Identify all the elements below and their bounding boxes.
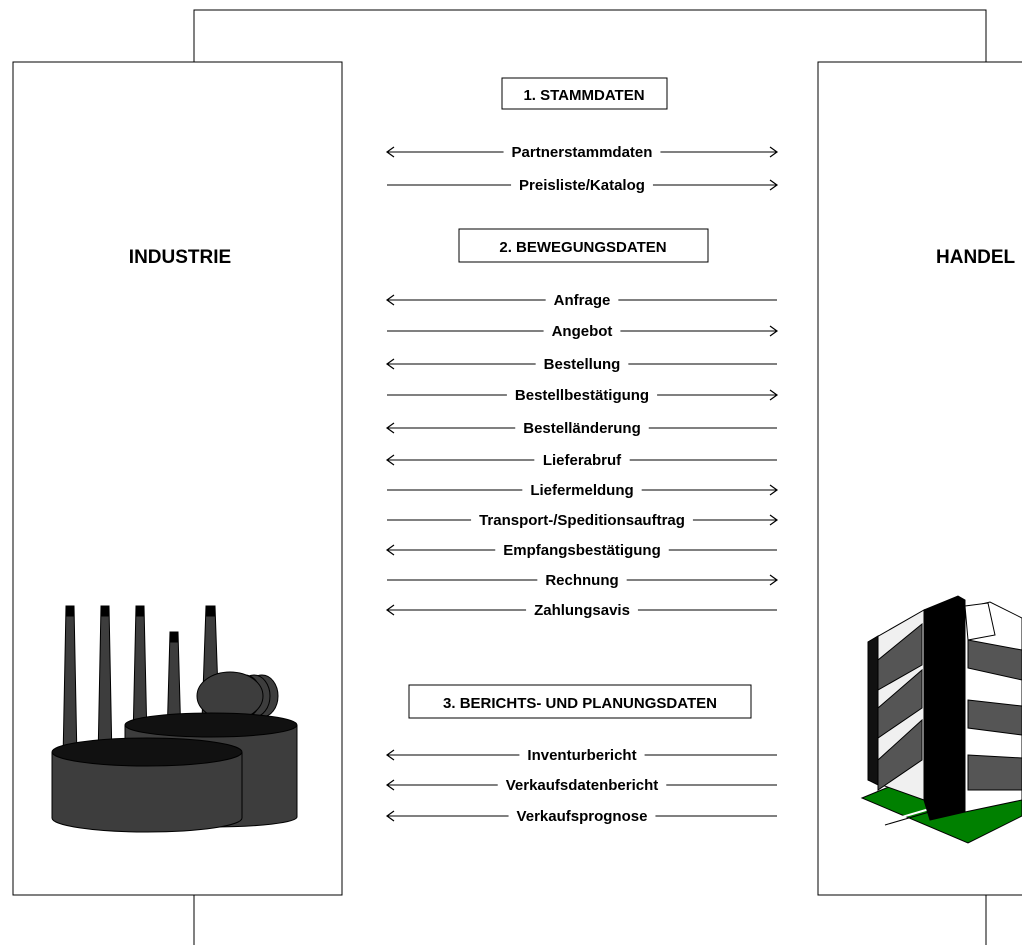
flow-row: Bestellbestätigung [387,387,779,404]
trade-label: HANDEL [936,247,1016,268]
flow-row: Bestellung [385,356,777,373]
arrowhead-left-icon [385,810,395,822]
section-title-box [408,684,752,719]
arrowhead-right-icon [769,514,779,526]
section-title-box [501,77,668,110]
arrowhead-left-icon [385,604,395,616]
section-title: 3. BERICHTS- UND PLANUNGSDATEN [443,695,717,712]
flow-label: Empfangsbestätigung [503,542,661,559]
flow-label: Angebot [552,323,613,340]
arrowhead-left-icon [385,779,395,791]
section-stammdaten: 1. STAMMDATEN [501,77,668,110]
flow-label: Transport-/Speditionsauftrag [479,512,685,529]
flow-row: Verkaufsdatenbericht [385,777,777,794]
arrowhead-left-icon [385,454,395,466]
arrowhead-left-icon [385,749,395,761]
flow-row: Rechnung [387,572,779,589]
flow-row: Preisliste/Katalog [387,177,779,194]
flow-label: Preisliste/Katalog [519,177,645,194]
flow-row: Angebot [387,323,779,340]
arrowhead-left-icon [385,358,395,370]
section-bewegungsdaten: 2. BEWEGUNGSDATEN [458,228,709,263]
arrowhead-right-icon [769,146,779,158]
section-title: 1. STAMMDATEN [523,87,644,104]
flow-label: Inventurbericht [527,747,636,764]
flow-label: Verkaufsdatenbericht [506,777,659,794]
section-berichts-planungsdaten: 3. BERICHTS- UND PLANUNGSDATEN [408,684,752,719]
flow-label: Zahlungsavis [534,602,630,619]
arrowhead-right-icon [769,484,779,496]
flow-row: Anfrage [385,292,777,309]
flow-row: Bestelländerung [385,420,777,437]
flow-label: Bestellbestätigung [515,387,649,404]
background-frame [193,9,987,945]
flow-row: Inventurbericht [385,747,777,764]
flow-label: Verkaufsprognose [517,808,648,825]
flow-label: Partnerstammdaten [512,144,653,161]
arrowhead-right-icon [769,389,779,401]
industry-box: INDUSTRIE [12,61,343,896]
flow-label: Bestelländerung [523,420,641,437]
factory-icon [51,605,298,833]
arrowhead-right-icon [769,325,779,337]
flow-label: Anfrage [554,292,611,309]
flow-row: Verkaufsprognose [385,808,777,825]
flow-row: Zahlungsavis [385,602,777,619]
flow-row: Liefermeldung [387,482,779,499]
section-title-box [458,228,709,263]
arrowhead-left-icon [385,422,395,434]
flow-row: Transport-/Speditionsauftrag [387,512,779,529]
arrowhead-left-icon [385,294,395,306]
flow-rows: PartnerstammdatenPreisliste/KatalogAnfra… [385,144,779,825]
flow-row: Empfangsbestätigung [385,542,777,559]
flow-row: Partnerstammdaten [385,144,779,161]
arrowhead-left-icon [385,146,395,158]
flow-label: Rechnung [545,572,618,589]
flow-label: Bestellung [544,356,621,373]
arrowhead-right-icon [769,574,779,586]
arrowhead-right-icon [769,179,779,191]
industry-label: INDUSTRIE [129,247,231,268]
flow-label: Lieferabruf [543,452,622,469]
office-building-icon [860,595,1022,844]
flow-label: Liefermeldung [530,482,633,499]
trade-box: HANDEL [817,61,1022,896]
section-title: 2. BEWEGUNGSDATEN [499,239,666,256]
arrowhead-left-icon [385,544,395,556]
flow-row: Lieferabruf [385,452,777,469]
